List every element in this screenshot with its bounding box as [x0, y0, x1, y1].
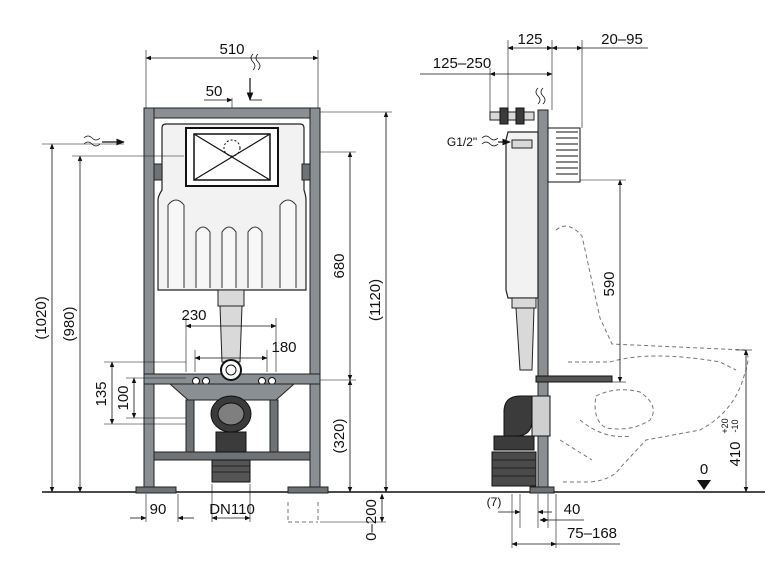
drain-label: DN110: [209, 501, 255, 518]
bolt-right: [258, 377, 266, 385]
bolt-left: [202, 377, 210, 385]
foot-dimension: 90: [150, 501, 167, 518]
front-view: 510 50 (1120) 680 (320) (1020) (980) 230: [33, 41, 392, 541]
bottom-dimension: 40: [564, 501, 581, 518]
frame-hook: [153, 163, 163, 181]
frame-hook: [301, 163, 311, 181]
frame-bottom-bar: [153, 451, 311, 461]
flush-outlet: [220, 359, 242, 381]
wall-plate: [547, 127, 581, 183]
side-height-dimension: 590: [601, 271, 618, 296]
side-downpipe: [515, 307, 535, 371]
tank-rib: [247, 226, 263, 288]
side-view: 0 125 20–95 125–250 G1/2" 590 410 +20 -1…: [420, 31, 752, 548]
floor-mark: 0: [700, 461, 708, 478]
height-dimension: (1120): [367, 279, 384, 321]
side-top-dimension: 125: [517, 31, 542, 48]
frame-right-upright: [309, 107, 321, 494]
flush-pipe: [217, 289, 245, 307]
wc-pan-outline: [555, 225, 749, 483]
width-dimension: 510: [219, 41, 244, 58]
flush-plate-icon: [185, 127, 279, 187]
water-inlet-icon: [481, 135, 511, 147]
water-inlet-icon: [83, 135, 125, 147]
floor-level-arrow-icon: [697, 480, 711, 490]
pan-tolerance-minus: -10: [730, 419, 740, 432]
inlet-connector: [511, 139, 533, 149]
frame-left-foot: [135, 486, 177, 494]
tank-rib: [167, 199, 185, 288]
thread-label: G1/2": [447, 135, 477, 149]
inlet-valve: [499, 107, 509, 125]
bolt-right: [268, 377, 276, 385]
side-frame-foot: [529, 486, 555, 494]
outlet-width-dimension: 230: [181, 307, 206, 324]
side-pipe: [511, 297, 537, 309]
side-bracket: [535, 375, 613, 383]
outlet-right-dimension: 180: [271, 339, 296, 356]
bolt-left: [192, 377, 200, 385]
tank-height-dimension: 680: [331, 253, 348, 278]
side-tank: [505, 131, 539, 299]
tank-rib: [279, 199, 297, 288]
tank-rib: [221, 226, 237, 288]
pan-tolerance-plus: +20: [720, 418, 730, 433]
inlet-pipe: [489, 111, 535, 121]
pan-height-dimension: 410: [727, 441, 744, 466]
frame-top-rail: [143, 107, 321, 119]
side-top-right-dimension: 20–95: [601, 31, 643, 48]
wall-plate-ribs: [556, 131, 578, 175]
frame-left-upright: [143, 107, 155, 494]
tank-rib: [195, 226, 211, 288]
bottom-range-dimension: 75–168: [567, 525, 617, 542]
drain-elbow: [210, 395, 252, 483]
bolt-inner-dimension: 100: [115, 385, 132, 410]
bottom-small-dimension: (7): [487, 495, 502, 509]
flush-pipe-body: [219, 305, 243, 363]
foot-adjust-dimension: 0–200: [363, 499, 380, 541]
frame-right-foot: [287, 486, 329, 494]
water-inlet-icon: [535, 87, 546, 105]
left-inner-dimension: (980): [61, 306, 78, 341]
side-drain-elbow: [491, 395, 551, 487]
left-outer-dimension: (1020): [33, 296, 50, 339]
bracket-strut: [269, 399, 279, 453]
inlet-range-dimension: 125–250: [433, 55, 491, 72]
water-inlet-icon: [246, 53, 261, 101]
lower-dimension: (320): [331, 418, 348, 453]
bolt-height-dimension: 135: [93, 381, 110, 406]
bracket-strut: [185, 399, 195, 453]
inlet-offset-dimension: 50: [206, 83, 223, 100]
inlet-valve: [515, 107, 525, 125]
